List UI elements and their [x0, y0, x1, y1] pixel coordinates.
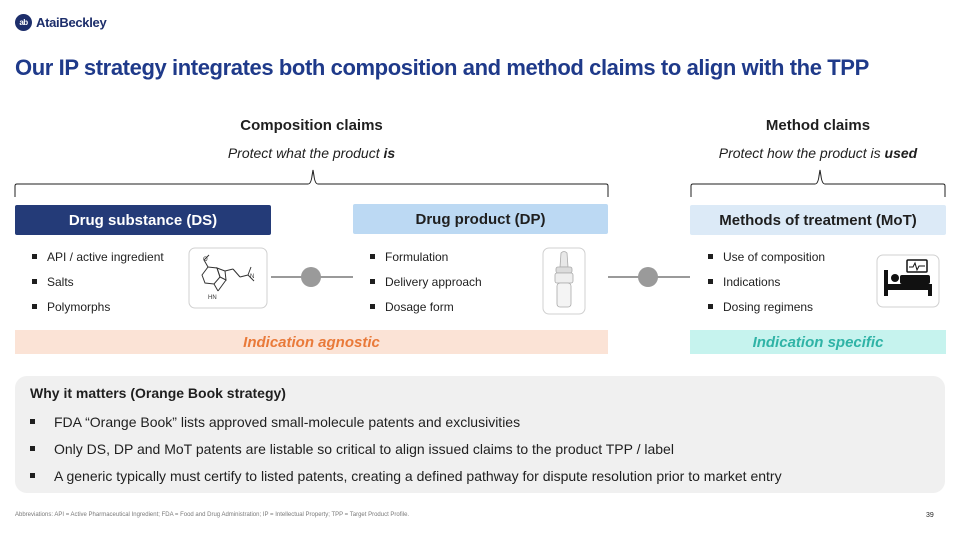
molecule-icon: O HN N: [188, 247, 268, 309]
list-item: Formulation: [370, 244, 482, 269]
page-title: Our IP strategy integrates both composit…: [15, 55, 869, 80]
why-it-matters-title: Why it matters (Orange Book strategy): [30, 385, 286, 401]
list-item: FDA “Orange Book” lists approved small-m…: [30, 408, 782, 435]
list-item: Dosage form: [370, 294, 482, 319]
list-item: API / active ingredient: [32, 244, 164, 269]
molecule-nh-label: HN: [208, 295, 217, 301]
composition-subtitle: Protect what the product is: [15, 145, 608, 161]
method-subtitle: Protect how the product is used: [690, 145, 946, 161]
indication-specific-tag: Indication specific: [690, 330, 946, 354]
list-item: Dosing regimens: [708, 294, 825, 319]
drug-substance-header: Drug substance (DS): [15, 205, 271, 235]
drug-product-header: Drug product (DP): [353, 204, 608, 234]
list-item: Use of composition: [708, 244, 825, 269]
logo-mark: ab: [15, 14, 32, 31]
indication-agnostic-tag: Indication agnostic: [15, 330, 608, 354]
list-item: Delivery approach: [370, 269, 482, 294]
list-item: Only DS, DP and MoT patents are listable…: [30, 435, 782, 462]
ds-bullet-list: API / active ingredient Salts Polymorphs: [32, 244, 164, 319]
method-sub-emphasis: used: [884, 145, 918, 161]
composition-heading: Composition claims: [240, 117, 383, 134]
svg-text:N: N: [250, 274, 254, 280]
connector-dot: [301, 267, 321, 287]
composition-sub-emphasis: is: [383, 145, 396, 161]
method-brace: [690, 169, 946, 197]
method-heading: Method claims: [765, 117, 871, 134]
list-item: A generic typically must certify to list…: [30, 462, 782, 489]
brand-logo: ab AtaiBeckley: [15, 14, 107, 31]
dp-bullet-list: Formulation Delivery approach Dosage for…: [370, 244, 482, 319]
methods-of-treatment-header: Methods of treatment (MoT): [690, 205, 946, 235]
list-item: Salts: [32, 269, 164, 294]
why-it-matters-list: FDA “Orange Book” lists approved small-m…: [30, 408, 782, 489]
logo-text: AtaiBeckley: [36, 15, 107, 30]
composition-sub-prefix: Protect what the product: [227, 145, 384, 161]
page-number: 39: [926, 512, 934, 519]
method-sub-prefix: Protect how the product is: [718, 145, 885, 161]
list-item: Polymorphs: [32, 294, 164, 319]
list-item: Indications: [708, 269, 825, 294]
hospital-bed-icon: [876, 254, 940, 308]
connector-dot: [638, 267, 658, 287]
mot-bullet-list: Use of composition Indications Dosing re…: [708, 244, 825, 319]
abbreviations-footnote: Abbreviations: API = Active Pharmaceutic…: [15, 512, 410, 518]
svg-text:O: O: [203, 257, 208, 263]
composition-brace: [14, 169, 609, 197]
nasal-spray-icon: [542, 247, 586, 315]
